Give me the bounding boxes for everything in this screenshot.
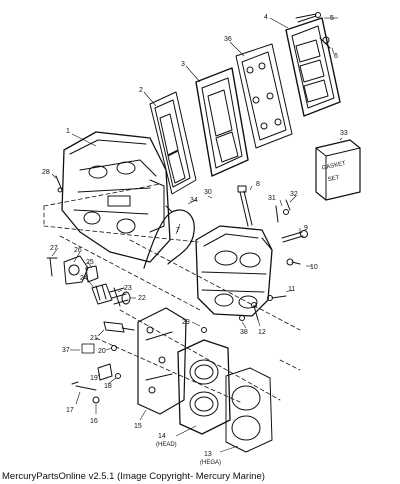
- callout-31: 31: [268, 195, 276, 202]
- head-gasket-13: [225, 367, 273, 453]
- gasket-set-label: GASKET SET: [321, 161, 346, 184]
- leader-lines: [51, 17, 343, 453]
- callout-24: 24: [80, 275, 88, 282]
- cover-plate-15: [137, 307, 187, 415]
- screw-29: [201, 327, 207, 333]
- callout-32: 32: [290, 191, 298, 198]
- callout-23: 23: [124, 285, 132, 292]
- callout-22: 22: [138, 295, 146, 302]
- gasket-set-box: [315, 139, 361, 201]
- bolt-9: [281, 230, 308, 243]
- gasket-plate-2: [149, 91, 197, 195]
- gasket-25: [85, 265, 99, 283]
- bolt-17: [71, 381, 97, 391]
- callout-9: 9: [304, 225, 308, 232]
- callout-5: 5: [330, 15, 334, 22]
- washer-18: [115, 373, 121, 379]
- gasket-set-line2: SET: [327, 175, 340, 183]
- callout-27: 27: [50, 245, 58, 252]
- callout-19: 19: [90, 375, 98, 382]
- callout-12: 12: [258, 329, 266, 336]
- assembly-lines: [43, 183, 301, 403]
- hose-7: [143, 205, 195, 269]
- screw-6: [319, 36, 331, 49]
- callout-15: 15: [134, 423, 142, 430]
- screw-12: [251, 302, 259, 321]
- screw-10: [286, 258, 301, 266]
- callout-16: 16: [90, 418, 98, 425]
- copyright-footer: MercuryPartsOnline v2.5.1 (Image Copyrig…: [2, 471, 265, 482]
- callout-3: 3: [181, 61, 185, 68]
- hega-label: (HEGA): [200, 460, 221, 466]
- gasket-plate-36: [235, 43, 293, 149]
- callout-38: 38: [240, 329, 248, 336]
- callout-33: 33: [340, 130, 348, 137]
- callout-8: 8: [256, 181, 260, 188]
- screw-5: [295, 12, 321, 23]
- callout-20: 20: [98, 348, 106, 355]
- washer-38: [239, 315, 245, 321]
- fitting-19: [97, 363, 113, 381]
- callout-17: 17: [66, 407, 74, 414]
- gasket-set-line1: GASKET: [321, 161, 346, 172]
- callout-30: 30: [204, 189, 212, 196]
- callout-34: 34: [190, 197, 198, 204]
- screw-32: [283, 199, 291, 215]
- callout-4: 4: [264, 14, 268, 21]
- callout-sublabels: (HEAD) (HEGA): [156, 442, 221, 466]
- bolt-8: [237, 185, 253, 227]
- callout-2: 2: [139, 87, 143, 94]
- cylinder-head-14: [177, 339, 231, 435]
- label-box-37: [81, 343, 95, 354]
- callout-28: 28: [42, 169, 50, 176]
- callout-10: 10: [310, 264, 318, 271]
- callout-26: 26: [74, 247, 82, 254]
- cover-plate-3: [195, 67, 249, 177]
- washer-16: [92, 396, 100, 404]
- callout-37: 37: [62, 347, 70, 354]
- callout-1: 1: [66, 128, 70, 135]
- sensor-21: [103, 321, 135, 333]
- thermostat-24: [91, 283, 113, 305]
- dowel-28: [55, 175, 63, 193]
- callout-11: 11: [288, 286, 295, 293]
- callout-7: 7: [176, 227, 180, 234]
- callout-18: 18: [104, 383, 112, 390]
- crankcase-block: [61, 131, 171, 263]
- head-label: (HEAD): [156, 442, 177, 448]
- callout-25: 25: [86, 259, 94, 266]
- callout-36: 36: [224, 36, 232, 43]
- callout-29: 29: [182, 319, 190, 326]
- spring-23: [109, 287, 129, 307]
- pin-31: [275, 205, 279, 223]
- callout-6: 6: [334, 53, 338, 60]
- reed-cover-plate-4: [285, 17, 341, 117]
- screw-11: [267, 295, 287, 301]
- cylinder-block: [195, 225, 273, 317]
- bolt-27: [46, 257, 58, 277]
- callout-labels: 1 2 3 4 5 6 7 8 9 10 11 12 13 14 15 16 1…: [42, 14, 348, 458]
- screw-20: [111, 345, 117, 351]
- footer-text: MercuryPartsOnline v2.5.1 (Image Copyrig…: [2, 471, 265, 482]
- callout-21: 21: [90, 335, 98, 342]
- callout-14: 14: [158, 433, 166, 440]
- callout-13: 13: [204, 451, 212, 458]
